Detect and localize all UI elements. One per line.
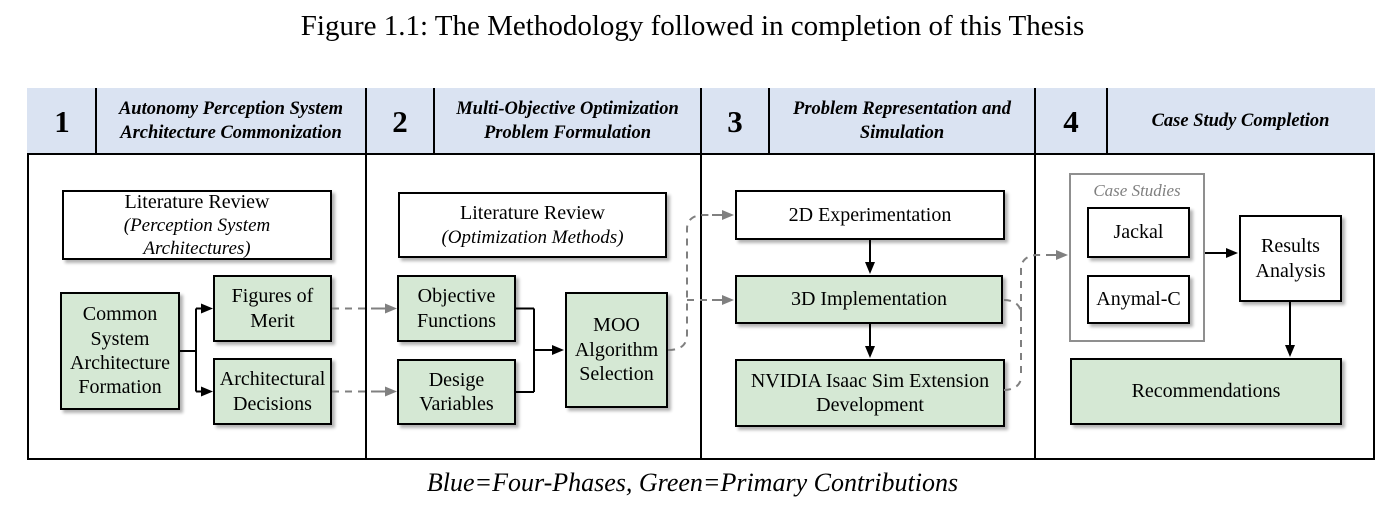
box-sublabel: (Optimization Methods) [441, 226, 624, 248]
box-jackal: Jackal [1087, 207, 1190, 258]
case-studies-label: Case Studies [1093, 181, 1181, 200]
header-divider [433, 88, 435, 155]
box-literature-review-optimization: Literature Review (Optimization Methods) [398, 192, 667, 258]
phase-3-number: 3 [727, 103, 743, 139]
box-anymal-c: Anymal-C [1087, 275, 1190, 324]
box-recommendations: Recommendations [1070, 358, 1342, 425]
box-architectural-decisions: Architectural Decisions [213, 358, 332, 425]
box-3d-implementation: 3D Implementation [735, 275, 1003, 324]
phase-2-number: 2 [392, 103, 408, 139]
box-label: Literature Review [460, 202, 605, 225]
phase-2-title: Multi-Objective Optimization Problem For… [456, 99, 679, 143]
header-divider [1106, 88, 1108, 155]
box-literature-review-perception: Literature Review (Perception System Arc… [62, 190, 332, 260]
box-label: Literature Review [124, 190, 270, 213]
header-divider [768, 88, 770, 155]
figure-title: Figure 1.1: The Methodology followed in … [300, 10, 1085, 42]
box-sublabel: (Perception System Architectures) [123, 215, 271, 260]
phase-1-number: 1 [54, 103, 70, 139]
box-objective-functions: Objective Functions [397, 275, 516, 342]
box-2d-experimentation: 2D Experimentation [735, 190, 1005, 240]
header-divider [95, 88, 97, 155]
phase-1-title: Autonomy Perception System Architecture … [118, 99, 344, 143]
box-nvidia-isaac-sim: NVIDIA Isaac Sim Extension Development [735, 359, 1005, 427]
box-moo-algorithm-selection: MOO Algorithm Selection [565, 292, 668, 408]
phase-3-title: Problem Representation and Simulation [793, 99, 1011, 143]
phase-4-number: 4 [1063, 103, 1079, 139]
box-figures-of-merit: Figures of Merit [213, 275, 332, 342]
box-design-variables: Desige Variables [397, 359, 516, 425]
phase-4-title: Case Study Completion [1151, 110, 1330, 131]
column-divider [365, 88, 367, 460]
box-common-system-architecture: Common System Architecture Formation [60, 292, 180, 410]
box-results-analysis: Results Analysis [1239, 215, 1342, 302]
legend-caption: Blue=Four-Phases, Green=Primary Contribu… [426, 468, 959, 497]
